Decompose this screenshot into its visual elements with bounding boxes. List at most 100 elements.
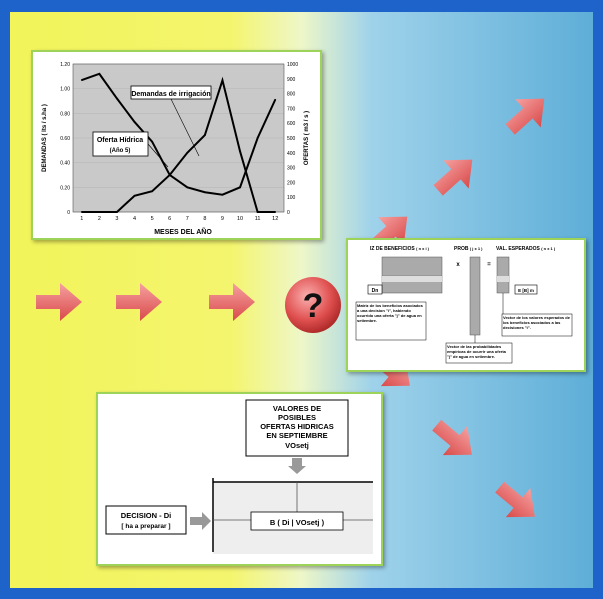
y-left-tick-label: 0.20 xyxy=(60,185,70,191)
y-right-tick-label: 0 xyxy=(287,210,290,216)
y-right-tick-label: 900 xyxy=(287,77,296,83)
decision-line-2: [ ha a preparar ] xyxy=(121,523,170,530)
y-left-tick-label: 0 xyxy=(67,210,70,216)
data-point xyxy=(274,211,277,213)
annotation-supply-year: (Año 5) xyxy=(110,148,131,154)
data-point xyxy=(98,72,101,75)
y-right-tick-label: 1000 xyxy=(287,62,298,68)
annotation-demand: Demandas de irrigación xyxy=(131,91,210,98)
x-tick-label: 6 xyxy=(168,216,171,222)
x-tick-label: 8 xyxy=(203,216,206,222)
e-label-box xyxy=(514,284,538,295)
supply-line-5: VOsetj xyxy=(285,441,309,450)
data-point xyxy=(239,150,241,153)
y-right-tick-label: 200 xyxy=(287,180,296,186)
data-point xyxy=(116,97,118,100)
annotation-supply: Oferta Hídrica xyxy=(97,137,143,144)
data-point xyxy=(221,79,224,82)
data-point xyxy=(133,194,136,197)
arrow-down-right-icon xyxy=(495,481,535,518)
y-left-tick-label: 0.60 xyxy=(60,136,70,142)
data-point xyxy=(203,134,206,136)
benefit-cell xyxy=(250,511,344,531)
data-point xyxy=(116,211,118,213)
matrix-note: Matriz de los beneficios asociados a una… xyxy=(357,303,423,323)
y-left-tick-label: 0.80 xyxy=(60,111,70,117)
y-axis-right-label: OFERTAS ( m3 / s ) xyxy=(304,111,310,165)
prob-note-box xyxy=(445,342,513,364)
y-right-tick-label: 500 xyxy=(287,136,296,142)
prob-note: Vector de las probabilidades empíricas d… xyxy=(447,344,506,359)
probability-vector xyxy=(469,256,481,336)
data-point xyxy=(168,174,171,176)
decision-line-1: DECISION - Di xyxy=(121,511,171,520)
x-tick-label: 10 xyxy=(237,216,243,222)
data-point xyxy=(151,190,154,193)
expected-note-box xyxy=(501,313,573,337)
data-point xyxy=(151,140,154,143)
arrow-up-right-icon xyxy=(505,98,545,135)
y-left-tick-label: 1.20 xyxy=(60,62,70,68)
x-tick-label: 1 xyxy=(80,216,83,222)
arrow-down-icon xyxy=(288,458,306,474)
x-tick-label: 4 xyxy=(133,216,136,222)
data-point xyxy=(133,121,136,123)
y-right-tick-label: 400 xyxy=(287,151,296,157)
question-mark: ? xyxy=(303,287,324,325)
y-axis-left-label: DEMANDAS ( lts / s.ha ) xyxy=(42,104,48,172)
line-chart: 00.200.400.600.801.001.20010020030040050… xyxy=(42,62,310,236)
question-circle xyxy=(285,277,341,333)
data-point xyxy=(274,98,277,101)
data-point xyxy=(203,191,206,194)
x-tick-label: 5 xyxy=(151,216,154,222)
x-tick-label: 2 xyxy=(98,216,101,222)
arrow-right-small-icon xyxy=(190,512,211,530)
data-point xyxy=(186,186,189,189)
matrix-panel: IZ DE BENEFICIOS ( n x i ) PROB ( j x 1 … xyxy=(346,238,586,372)
d-label-box xyxy=(367,284,383,295)
data-point xyxy=(80,211,83,213)
expected-vector xyxy=(496,256,510,294)
supply-line-3: OFERTAS HIDRICAS xyxy=(260,422,334,431)
decision-panel: VALORES DE POSIBLES OFERTAS HIDRICAS EN … xyxy=(96,392,383,566)
data-point xyxy=(98,211,101,213)
x-tick-label: 9 xyxy=(221,216,224,222)
benefit-label: B ( Di | VOsetj ) xyxy=(270,518,325,527)
supply-line-4: EN SEPTIEMBRE xyxy=(266,431,327,440)
data-point xyxy=(80,79,83,81)
arrow-right-icon xyxy=(36,283,82,321)
y-right-tick-label: 300 xyxy=(287,166,296,172)
y-right-tick-label: 700 xyxy=(287,106,296,112)
x-tick-label: 11 xyxy=(255,216,261,222)
matrix-header: IZ DE BENEFICIOS ( n x i ) xyxy=(370,246,430,252)
y-right-tick-label: 600 xyxy=(287,121,296,127)
d-label: Dn xyxy=(372,288,379,294)
x-tick-label: 12 xyxy=(272,216,278,222)
x-axis-label: MESES DEL AÑO xyxy=(154,227,212,236)
y-right-tick-label: 800 xyxy=(287,92,296,98)
supply-line-2: POSIBLES xyxy=(278,413,316,422)
times-sign: x xyxy=(456,262,460,268)
benefit-row-highlight xyxy=(382,276,442,282)
data-point xyxy=(186,151,189,154)
series-line-demand xyxy=(81,72,277,196)
arrow-right-icon xyxy=(209,283,255,321)
x-tick-label: 7 xyxy=(186,216,189,222)
left-edge-band xyxy=(0,12,10,392)
y-right-tick-label: 100 xyxy=(287,195,296,201)
x-tick-label: 3 xyxy=(115,216,118,222)
arrow-down-right-icon xyxy=(432,419,472,456)
prob-header: PROB ( j x 1 ) xyxy=(454,246,483,252)
data-point xyxy=(239,186,241,189)
y-left-tick-label: 1.00 xyxy=(60,87,70,93)
data-point xyxy=(256,137,259,139)
benefit-matrix xyxy=(381,256,443,294)
supply-box xyxy=(245,399,349,457)
arrow-up-right-icon xyxy=(433,159,473,196)
matrix-note-box xyxy=(355,301,427,341)
expected-note: Vector de los valores esperados de los b… xyxy=(503,315,570,330)
decision-box xyxy=(105,505,187,535)
data-point xyxy=(221,193,224,196)
